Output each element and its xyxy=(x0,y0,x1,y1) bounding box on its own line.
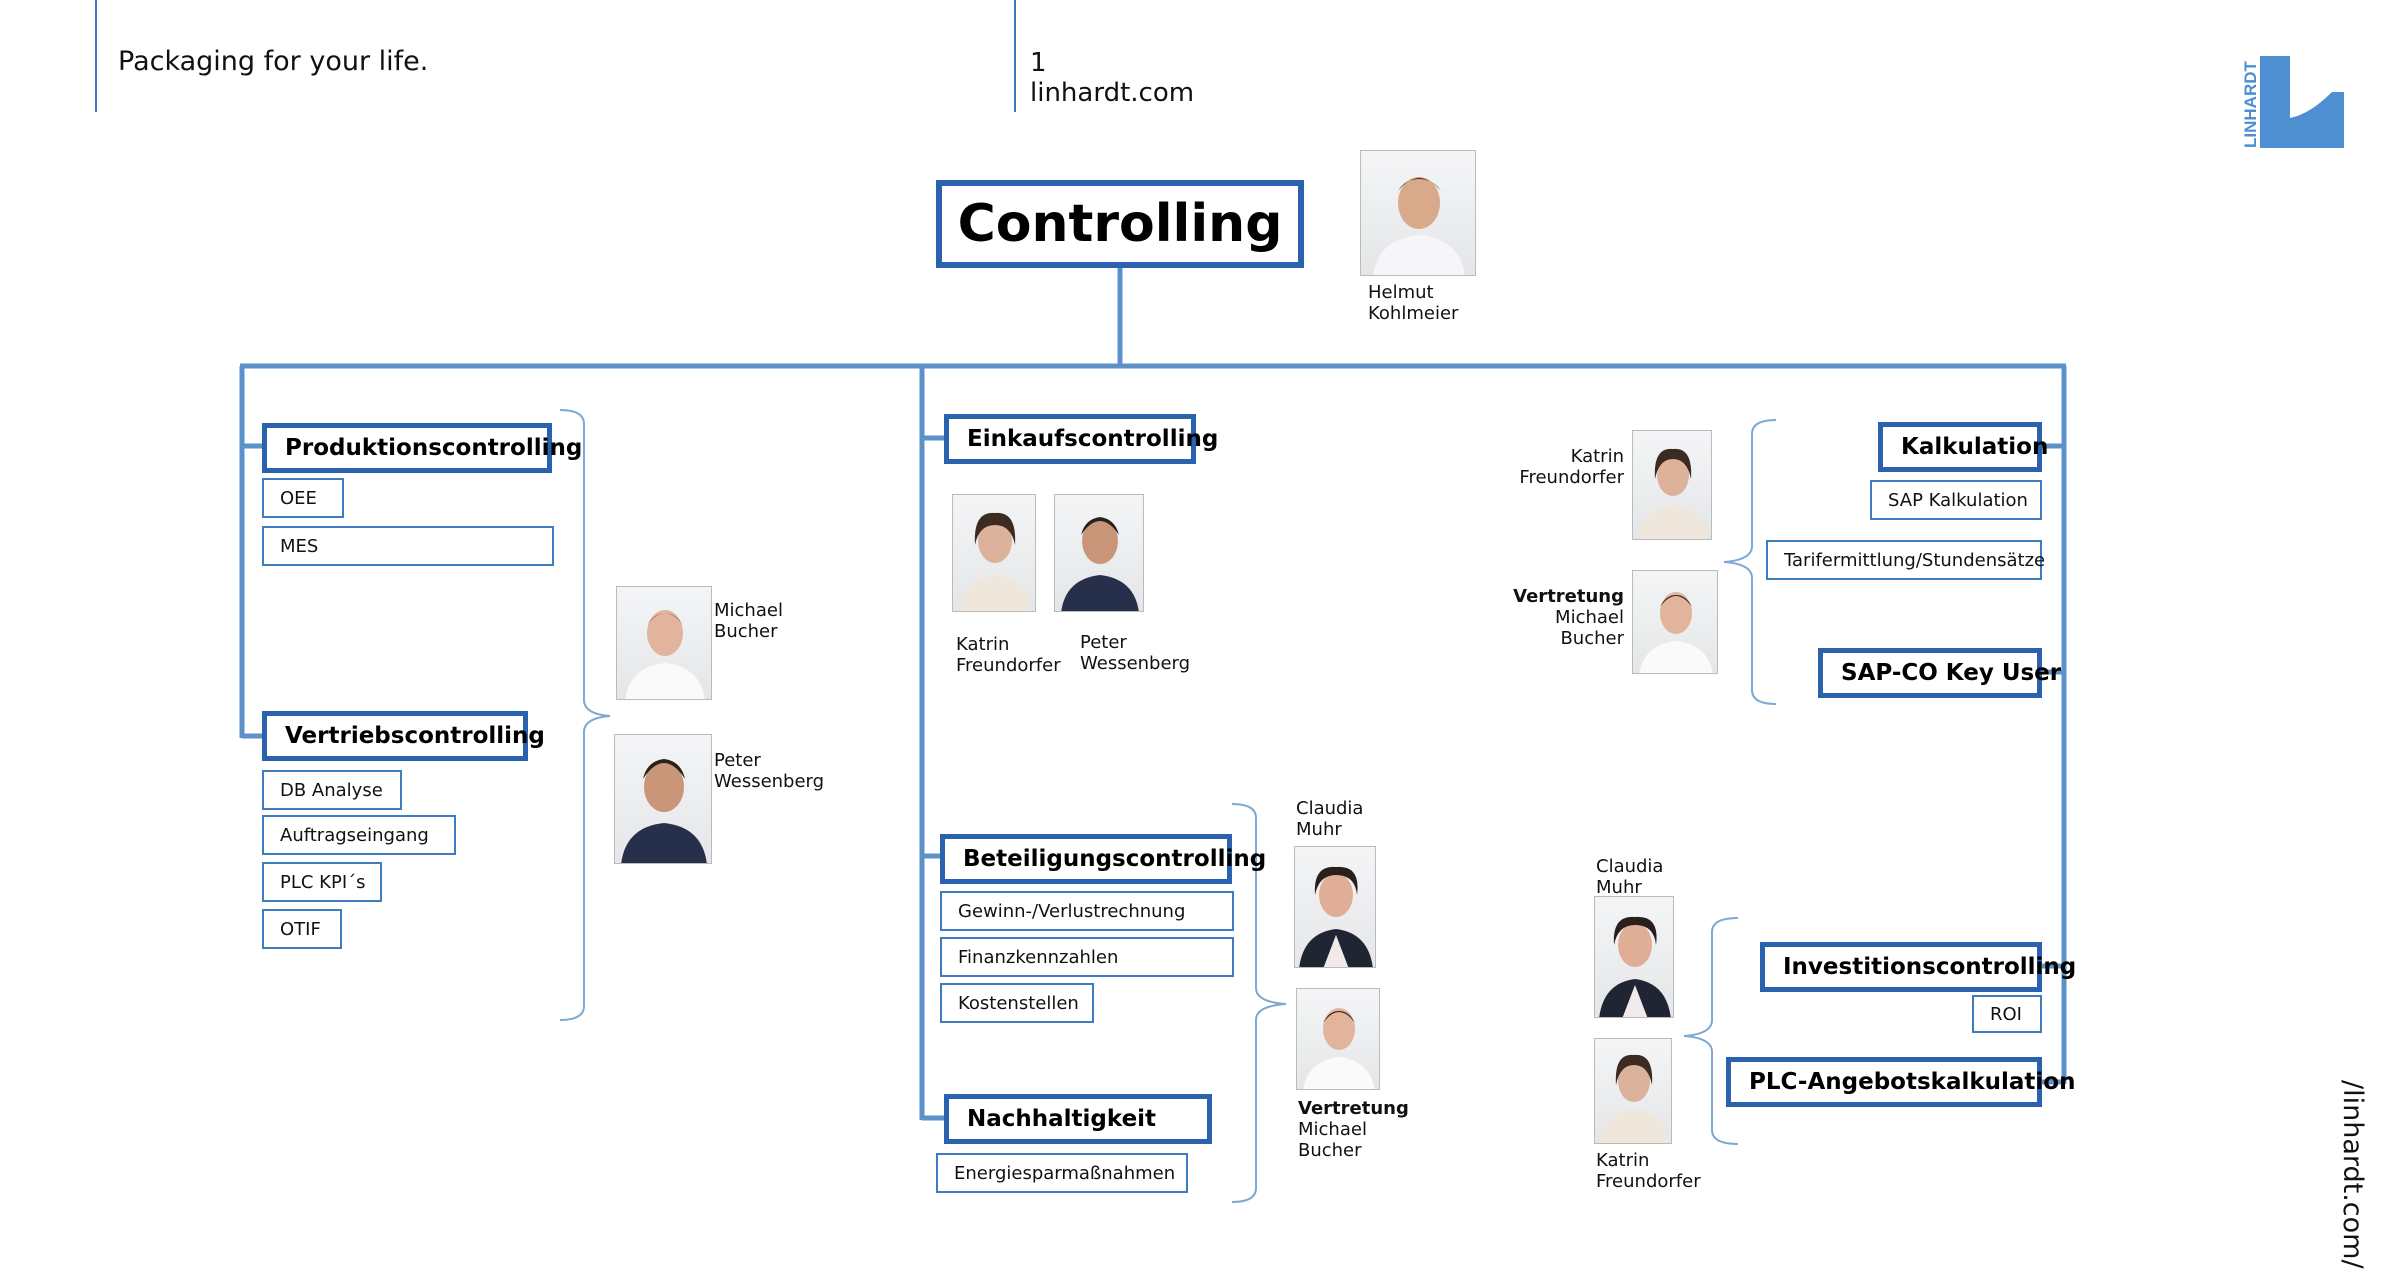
photo-peter-wessenberg-einkauf xyxy=(1054,494,1144,612)
kostenstellen-item: Kostenstellen xyxy=(940,983,1094,1023)
roi-item: ROI xyxy=(1972,995,2042,1033)
oee-item: OEE xyxy=(262,478,344,518)
linhardt-logo: LINHARDT xyxy=(2236,52,2356,152)
nachhaltigkeit-box: Nachhaltigkeit xyxy=(944,1094,1212,1144)
controlling-title: Controlling xyxy=(936,180,1304,268)
plc-angebotskalkulation-box: PLC-Angebotskalkulation xyxy=(1726,1057,2075,1107)
otif-item: OTIF xyxy=(262,909,342,949)
finanzkennzahlen-item: Finanzkennzahlen xyxy=(940,937,1234,977)
page-number: 1 xyxy=(1030,48,1047,78)
energiesparmassnahmen-item: Energiesparmaßnahmen xyxy=(936,1153,1188,1193)
beteiligungscontrolling-box: Beteiligungscontrolling xyxy=(940,834,1266,884)
tarifermittlung-item: Tarifermittlung/Stundensätze xyxy=(1766,540,2045,580)
tagline: Packaging for your life. xyxy=(118,46,429,77)
photo-claudia-muhr-right xyxy=(1594,896,1674,1018)
vertriebscontrolling-box: Vertriebscontrolling xyxy=(262,711,545,761)
photo-peter-wessenberg-left xyxy=(614,734,712,864)
investitionscontrolling-box: Investitionscontrolling xyxy=(1760,942,2076,992)
header-divider-left xyxy=(95,0,97,112)
logo-text: LINHARDT xyxy=(2241,61,2260,148)
plc-kpis-item: PLC KPI´s xyxy=(262,862,382,902)
photo-michael-bucher-right xyxy=(1632,570,1718,674)
mes-item: MES xyxy=(262,526,554,566)
sap-co-key-user-box: SAP-CO Key User xyxy=(1818,648,2061,698)
photo-katrin-freundorfer-einkauf xyxy=(952,494,1036,612)
photo-claudia-muhr-mid xyxy=(1294,846,1376,968)
db-analyse-item: DB Analyse xyxy=(262,770,402,810)
gewinn-verlustrechnung-item: Gewinn-/Verlustrechnung xyxy=(940,891,1234,931)
photo-katrin-freundorfer-right xyxy=(1632,430,1712,540)
sap-kalkulation-item: SAP Kalkulation xyxy=(1870,480,2042,520)
header-divider-mid xyxy=(1014,0,1016,112)
photo-katrin-freundorfer-right-bottom xyxy=(1594,1038,1672,1144)
photo-helmut-kohlmeier xyxy=(1360,150,1476,276)
auftragseingang-item: Auftragseingang xyxy=(262,815,456,855)
website-link[interactable]: linhardt.com xyxy=(1030,78,1195,108)
photo-michael-bucher-left xyxy=(616,586,712,700)
produktionscontrolling-box: Produktionscontrolling xyxy=(262,423,582,473)
photo-michael-bucher-mid xyxy=(1296,988,1380,1090)
einkaufscontrolling-box: Einkaufscontrolling xyxy=(944,414,1218,464)
kalkulation-box: Kalkulation xyxy=(1878,422,2048,472)
